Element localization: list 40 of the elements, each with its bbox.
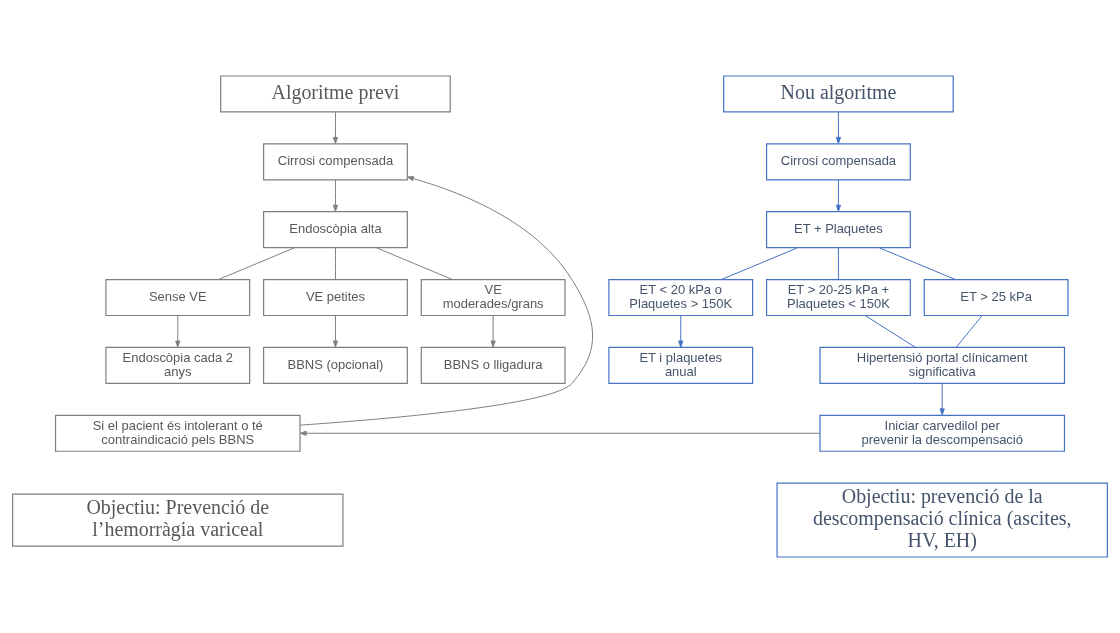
node-box: ET > 20-25 kPa + Plaquetes < 150K [766,278,911,317]
node-box: Cirrosi compensada [766,143,911,181]
node-box: ET i plaquetes anual [608,346,754,384]
arrow [490,315,496,348]
connector [334,247,336,280]
connector [376,247,453,280]
node-box: Cirrosi compensada [263,143,408,181]
arrow [939,383,945,416]
connector [218,247,295,280]
arrow [332,315,339,348]
node-box: Si el pacient és intolerant o té contraindicació pels BBNS [54,414,301,452]
node-box: Objectiu: prevenció de la descompensació clínica (ascites, HV, EH) [776,482,1108,558]
arrow [175,315,181,348]
arrow [299,430,821,436]
node-box: ET < 20 kPa o Plaquetes > 150K [608,278,754,317]
node-box: ET + Plaquetes [766,211,911,249]
arrow [678,315,684,348]
node-box: Algoritme previ [220,75,451,113]
connector [878,247,956,280]
node-box: BBNS o lligadura [420,346,566,384]
node-box: VE petites [263,278,408,317]
node-box: Endoscòpia cada 2 anys [105,346,251,384]
node-box: BBNS (opcional) [263,346,408,384]
arrow [332,111,339,144]
node-box: Iniciar carvedilol per prevenir la descompensació [819,414,1066,452]
node-box: ET > 25 kPa [923,278,1069,317]
node-box: Hipertensió portal clínicament significativa [819,346,1066,384]
arrow [332,179,339,212]
arrow [835,111,842,144]
node-box: Objectiu: Prevenció de l’hemorràgia variceal [12,493,344,547]
node-box: VE moderades/grans [420,278,566,317]
connector [837,247,839,280]
connector [864,315,916,348]
node-box: Nou algoritme [723,75,954,113]
arrow [299,176,594,426]
connector [955,315,983,348]
arrow [835,179,842,212]
node-box: Sense VE [105,278,251,317]
connector [721,247,798,280]
node-box: Endoscòpia alta [263,211,408,249]
